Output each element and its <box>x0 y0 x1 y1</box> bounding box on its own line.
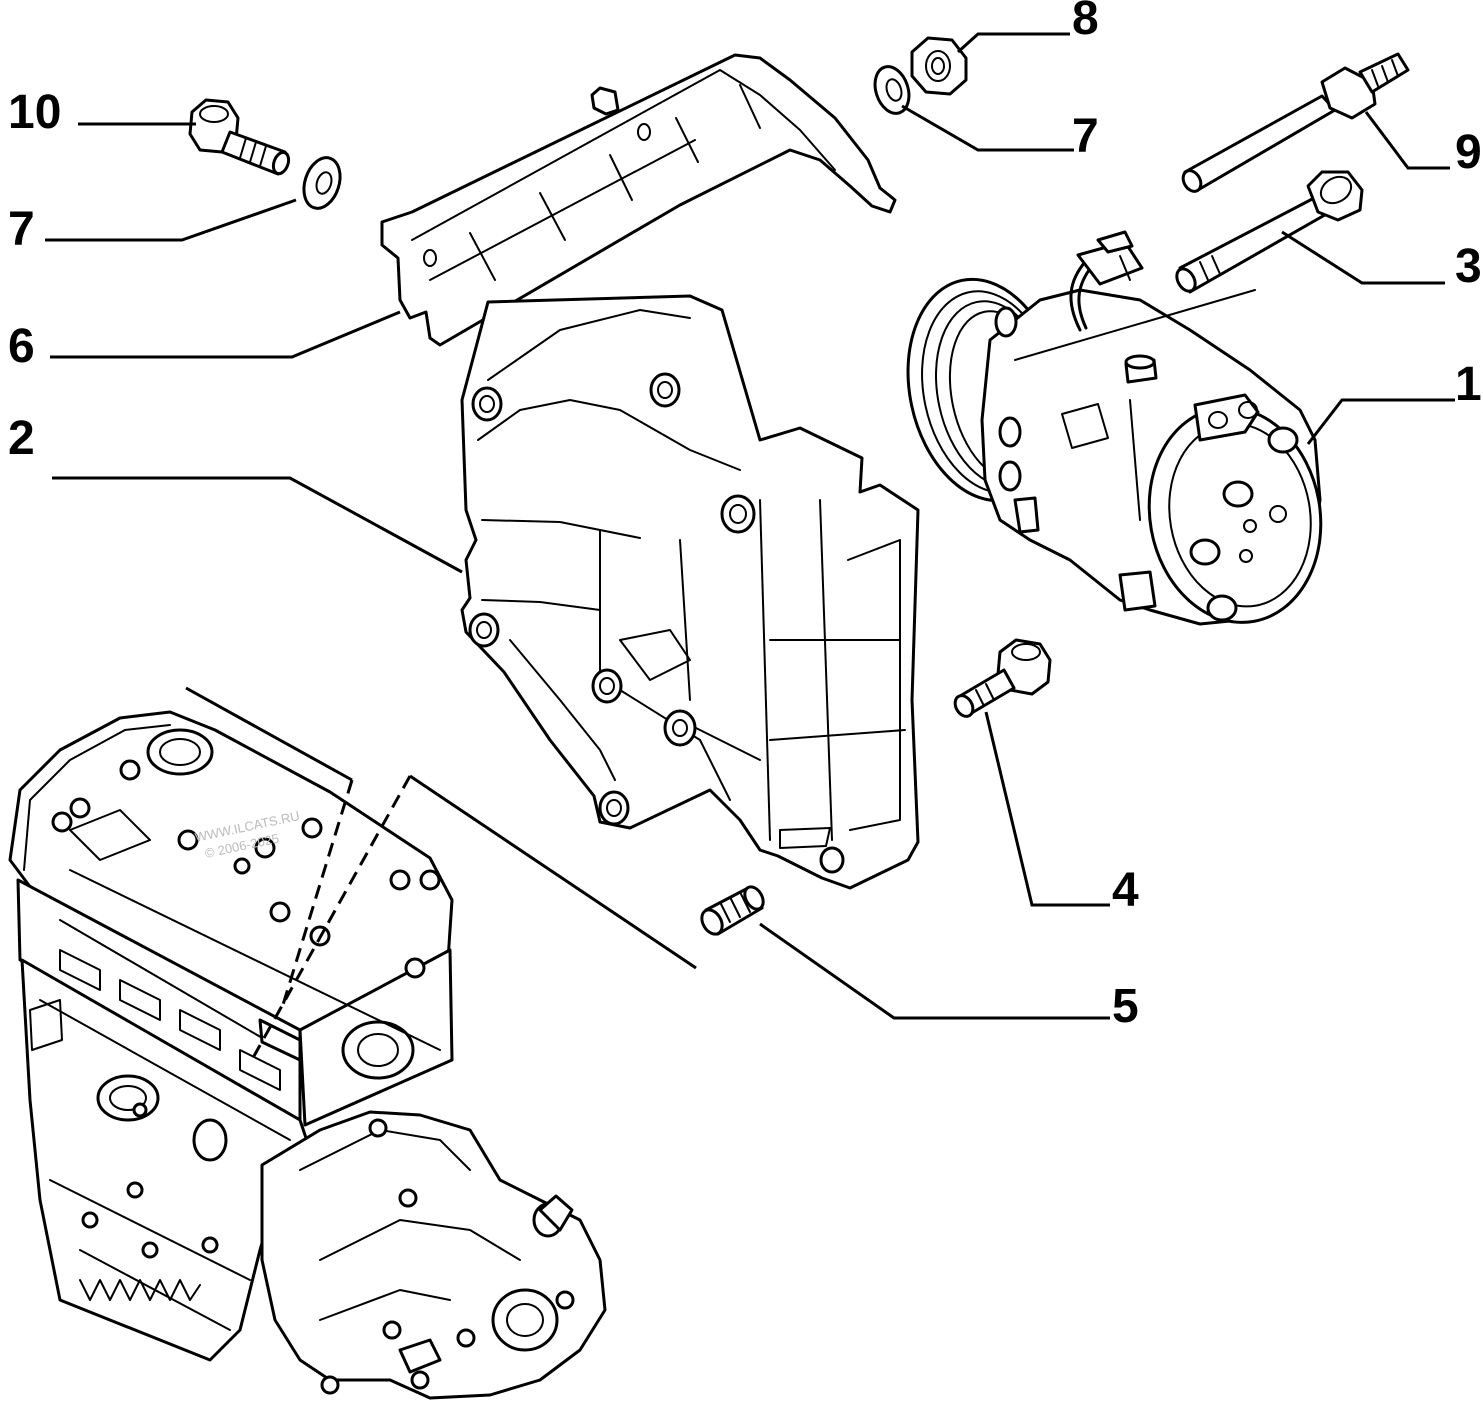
short-bolt-part[interactable] <box>188 98 291 176</box>
washer-left-part[interactable] <box>298 153 346 213</box>
bolt-part[interactable] <box>952 638 1052 720</box>
upper-bracket-part[interactable] <box>380 53 897 347</box>
alignment-lines <box>185 686 697 1057</box>
ac-compressor-part[interactable] <box>888 230 1337 636</box>
nut-part[interactable] <box>910 36 968 96</box>
stud-part[interactable] <box>698 884 767 938</box>
callout-4: 4 <box>1112 864 1139 917</box>
callout-7-top: 7 <box>1072 110 1099 163</box>
main-bracket-part[interactable] <box>460 294 920 890</box>
callout-9: 9 <box>1455 126 1482 179</box>
callout-1: 1 <box>1455 358 1482 411</box>
callout-8: 8 <box>1072 0 1099 45</box>
callout-2: 2 <box>8 412 35 465</box>
callout-labels: 1 2 3 4 5 6 7 7 8 9 10 <box>8 0 1482 1033</box>
callout-10: 10 <box>8 86 61 139</box>
long-stud-part[interactable] <box>1180 52 1410 195</box>
callout-7-left: 7 <box>8 203 35 256</box>
engine-block-part <box>8 710 607 1400</box>
long-bolt-part[interactable] <box>1173 170 1364 295</box>
leader-lines <box>45 32 1455 1020</box>
callout-6: 6 <box>8 320 35 373</box>
callout-3: 3 <box>1455 240 1482 293</box>
callout-5: 5 <box>1112 980 1139 1033</box>
washer-top-part[interactable] <box>869 62 914 118</box>
